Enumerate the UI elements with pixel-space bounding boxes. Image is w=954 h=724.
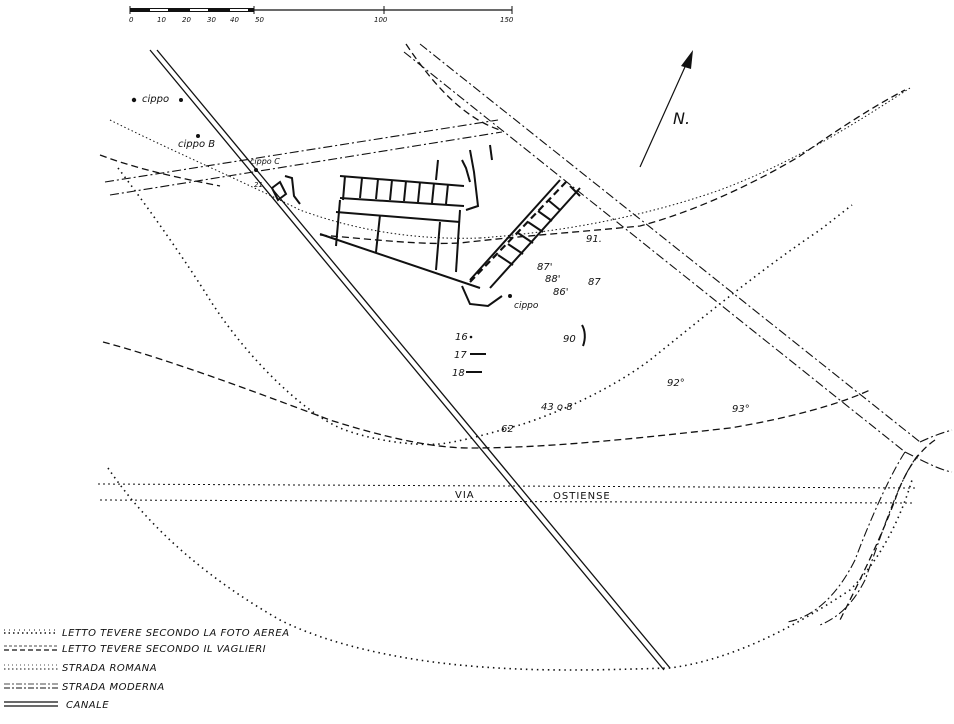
legend: LETTO TEVERE SECONDO LA FOTO AEREA LETTO… (4, 628, 290, 711)
legend-item-canale: CANALE (4, 700, 109, 711)
legend-item-vaglieri: LETTO TEVERE SECONDO IL VAGLIERI (4, 644, 266, 655)
label-16: 16 (455, 332, 468, 343)
legend-label: CANALE (66, 700, 109, 711)
excavated-dashed-wall (469, 181, 567, 283)
scale-tick: 150 (500, 16, 514, 24)
label-88: 88' (545, 274, 560, 285)
tiber-bed-vaglieri (99, 43, 936, 621)
legend-label: LETTO TEVERE SECONDO IL VAGLIERI (62, 644, 266, 655)
road-label-via: VIA (455, 490, 475, 501)
excavated-structures (271, 144, 581, 308)
scale-tick: 100 (374, 16, 388, 24)
label-92: 92° (667, 378, 685, 389)
label-90: 90 (563, 334, 576, 345)
scale-bar: 0 10 20 30 40 50 100 150 (129, 6, 514, 24)
tiber-bed-aerial (107, 167, 913, 671)
label-18: 18 (452, 368, 465, 379)
label-43: 43 o 8 (541, 402, 573, 413)
label-cippo-c: cippo C (250, 157, 280, 166)
legend-item-moderna: STRADA MODERNA (4, 682, 165, 693)
label-62: 62 (501, 424, 514, 435)
legend-item-aerial: LETTO TEVERE SECONDO LA FOTO AEREA (4, 628, 290, 639)
strada-moderna (104, 43, 953, 626)
label-cippo-a: cippo (142, 94, 169, 105)
north-label: N. (673, 109, 690, 128)
canale (149, 49, 671, 671)
legend-label: STRADA MODERNA (62, 682, 165, 693)
scale-tick: 50 (255, 16, 264, 24)
road-label-ostiense: OSTIENSE (553, 491, 611, 502)
via-ostiense (97, 483, 916, 504)
label-cippo-d: cippo (514, 301, 539, 311)
point-labels: cippo cippo B cippo C 21 cippo 91. 87' 8… (131, 94, 750, 435)
legend-label: STRADA ROMANA (62, 663, 157, 674)
label-93: 93° (732, 404, 750, 415)
scale-tick: 10 (157, 16, 166, 24)
label-86: 86' (553, 287, 568, 298)
label-87a: 87' (537, 262, 552, 273)
label-21: 21 (254, 181, 263, 189)
legend-item-romana: STRADA ROMANA (4, 663, 157, 674)
scale-tick: 30 (207, 16, 216, 24)
north-arrow: N. (639, 50, 693, 168)
scale-tick: 40 (230, 16, 239, 24)
label-cippo-b: cippo B (178, 139, 215, 150)
find-markers (466, 324, 586, 373)
scale-tick: 20 (182, 16, 191, 24)
label-91: 91. (586, 234, 602, 245)
scale-tick: 0 (129, 16, 134, 24)
label-87b: 87 (588, 277, 601, 288)
label-17: 17 (454, 350, 467, 361)
strada-romana (109, 87, 911, 239)
legend-label: LETTO TEVERE SECONDO LA FOTO AEREA (62, 628, 290, 639)
